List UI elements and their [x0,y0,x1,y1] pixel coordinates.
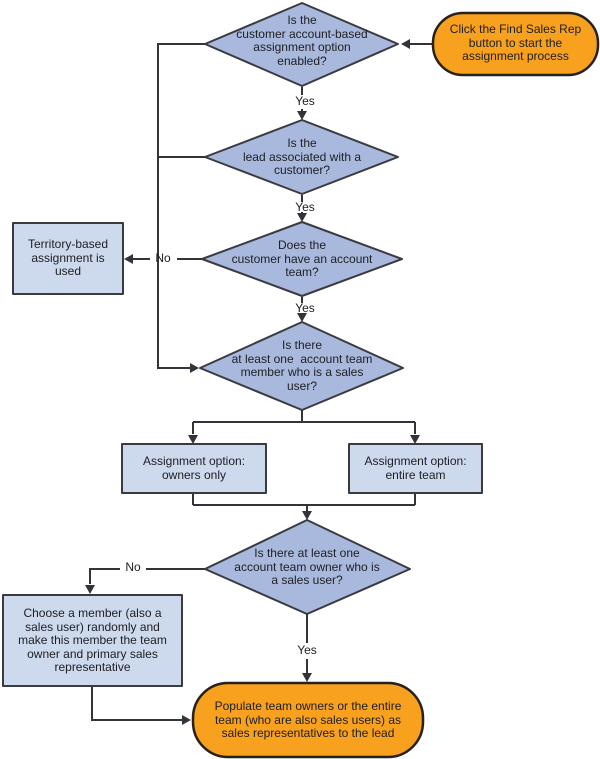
populate-reps-text: Populate team owners or the entire team … [214,699,402,740]
arrowhead-left-icon [124,254,133,264]
territory-assignment-text: Territory-based assignment is used [27,237,109,278]
choose-to-populate-line [91,686,182,721]
no2-connector-line [89,568,205,584]
decision-lead-customer-text: Is the lead associated with a customer? [242,136,362,177]
decision-account-team-text: Does the customer have an account team? [231,238,373,279]
arrowhead-down-icon [410,435,420,444]
edge-label-yes-1: Yes [295,94,315,108]
decision-account-option-text: Is the customer account-based assignment… [236,13,368,68]
arrowhead-down-icon [302,673,312,682]
populate-reps-terminal [191,681,425,759]
option-entire-team-text: Assignment option: entire team [364,454,467,482]
arrowhead-left-icon [401,39,410,49]
trunk-connector-line [157,43,205,369]
territory-assignment-box [12,222,124,295]
arrowhead-right-icon [182,715,191,725]
decision-lead-customer-diamond [204,119,399,195]
arrowhead-down-icon [302,511,312,520]
start-note-text: Click the Find Sales Rep button to start… [449,22,582,63]
choose-member-text: Choose a member (also a sales user) rand… [18,606,167,674]
edge-label-no-1: No [155,251,171,265]
arrowhead-down-icon [297,313,307,322]
start-note-terminal [431,11,600,77]
connector-lines [89,43,433,721]
arrowhead-down-icon [188,435,198,444]
option-entire-team-box [348,443,483,494]
arrowhead-right-icon [190,363,199,373]
arrowhead-down-icon [297,213,307,222]
decision-owner-sales-user-text: Is there at least one account team owner… [234,546,380,587]
connector-arrowheads [85,39,420,725]
edge-label-no-2: No [125,560,141,574]
merge-connector-line [192,493,416,511]
decision-account-team-diamond [201,221,403,297]
split-connector-line [192,410,416,434]
decision-member-sales-user-diamond [199,321,404,411]
edge-label-yes-2: Yes [295,200,315,214]
edge-label-yes-4: Yes [297,643,317,657]
option-owners-only-text: Assignment option: owners only [142,454,246,482]
arrowhead-down-icon [297,111,307,120]
decision-member-sales-user-text: Is there at least one account team membe… [231,338,373,393]
arrowhead-down-icon [85,585,95,594]
option-owners-only-box [121,443,267,494]
edge-label-yes-3: Yes [295,301,315,315]
decision-account-option-diamond [204,2,399,87]
decision-owner-sales-user-diamond [204,519,411,615]
choose-member-box [2,594,183,687]
